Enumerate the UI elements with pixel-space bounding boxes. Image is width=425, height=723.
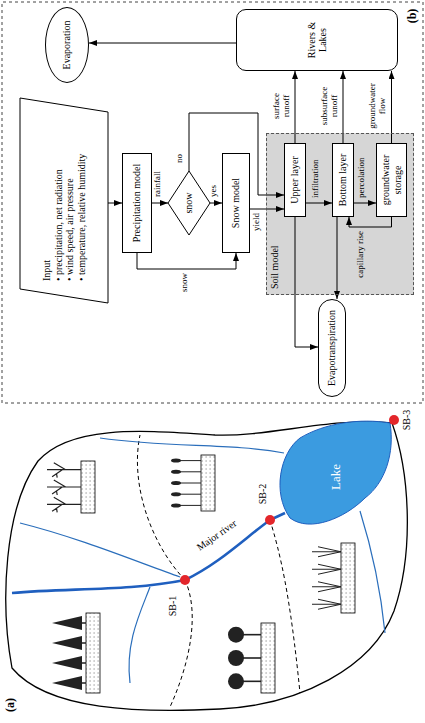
node-title: Rivers & Lakes <box>306 15 329 65</box>
plant-icon <box>171 492 201 496</box>
panel-label: (a) <box>4 693 17 717</box>
flow-arrow <box>295 217 318 347</box>
gauge-dot <box>389 415 399 425</box>
node-item: • wind speed, air pressure <box>64 178 76 281</box>
flow-arrow <box>354 203 376 204</box>
flow-label: capillary rise <box>356 231 366 293</box>
plant-icon <box>171 459 201 463</box>
flow-label: groundwater flow <box>368 82 388 130</box>
tributary <box>100 438 284 453</box>
plant-icon <box>228 627 261 643</box>
plant-icon <box>52 616 86 630</box>
layer-box: Bottom layer <box>332 143 354 217</box>
node-title: Evaporation <box>61 21 73 70</box>
flow-arrow <box>210 203 222 204</box>
plant-icon <box>52 636 86 650</box>
land-cover-group <box>228 623 275 693</box>
soil-column <box>86 613 100 693</box>
node-title: Soil model <box>269 245 281 289</box>
plant-icon <box>52 656 86 670</box>
plant-icon <box>171 503 201 507</box>
land-cover-group <box>312 543 355 613</box>
node-item: • precipitation, net radiation <box>53 169 65 281</box>
land-cover-group <box>171 455 215 511</box>
land-cover-group <box>52 613 100 693</box>
node-title: Input <box>41 260 53 281</box>
flow-arrow <box>250 209 284 210</box>
flow-arrow <box>89 43 236 44</box>
flow-label: yield <box>252 213 262 245</box>
output-ellipse: Evaporation <box>45 7 89 83</box>
gauge-label: SB-2 <box>257 477 268 511</box>
flow-arrow <box>108 203 122 204</box>
node-title: groundwater storage <box>380 149 403 211</box>
plant-icon <box>47 497 81 512</box>
plant-icon <box>171 481 201 485</box>
major-river <box>12 513 285 593</box>
flow-arrow <box>152 203 168 204</box>
land-cover-group <box>47 461 95 513</box>
plant-icon <box>312 564 341 574</box>
node-title: Evapotranspiration <box>326 310 338 386</box>
plant-icon <box>52 676 86 690</box>
node-title: Bottom layer <box>337 154 349 207</box>
process-box: Snow model <box>222 153 250 253</box>
flow-label: no <box>175 139 185 163</box>
soil-column <box>261 623 275 693</box>
plant-icon <box>171 470 201 474</box>
flow-arrow <box>337 217 338 299</box>
flow-arrow <box>349 217 392 227</box>
gauge-label: SB-1 <box>167 589 178 623</box>
process-box: Precipitation model <box>122 153 152 253</box>
layer-box: Upper layer <box>284 143 306 217</box>
subbasin-boundary <box>137 435 185 580</box>
flow-arrow <box>137 253 236 269</box>
flow-label: infiltration <box>311 144 321 198</box>
lake-shape: Lake <box>275 418 397 528</box>
soil-model-group: Soil model Upper layer Bottom layer groundw… <box>266 133 414 295</box>
layer-box: groundwater storage <box>376 143 407 217</box>
input-parallelogram: Input• precipitation, net radiation• win… <box>20 98 108 303</box>
flow-label: snow <box>180 273 190 303</box>
storage-box: Rivers & Lakes <box>236 9 398 71</box>
plant-icon <box>312 582 341 592</box>
gauge-dot <box>265 515 275 525</box>
plant-icon <box>228 673 261 689</box>
plant-icon <box>47 463 81 478</box>
soil-column <box>341 543 355 613</box>
node-title: Lake <box>329 464 344 490</box>
tributary <box>129 587 150 683</box>
flow-label: yes <box>209 173 219 197</box>
panel-label: (b) <box>406 5 419 27</box>
tributary <box>20 523 180 577</box>
flow-label: percolation <box>357 144 367 198</box>
node-title: Snow model <box>230 178 242 228</box>
node-item: • temperature, relative humidity <box>76 154 88 281</box>
plant-icon <box>47 480 81 495</box>
plant-icon <box>312 599 341 609</box>
gauge-dot <box>180 575 190 585</box>
output-box: Evapotranspiration <box>318 299 346 397</box>
soil-column <box>201 455 215 511</box>
flow-label: subsurface runoff <box>320 82 340 130</box>
flow-label: surface runoff <box>272 82 292 130</box>
panel-border <box>2 2 423 403</box>
plant-icon <box>228 650 261 666</box>
node-title: Precipitation model <box>131 164 143 243</box>
flow-label: rainfall <box>153 157 163 197</box>
gauge-label: SB-3 <box>401 405 412 435</box>
river-label: Major river <box>189 513 244 556</box>
flow-arrow <box>306 203 332 204</box>
node-title: snow <box>183 192 195 213</box>
group-fill <box>266 133 414 295</box>
decision-diamond: snow <box>168 171 210 235</box>
basin-outline <box>6 422 407 711</box>
plant-icon <box>312 547 341 557</box>
soil-column <box>81 461 95 513</box>
tributary <box>360 511 385 633</box>
node-title: Upper layer <box>289 156 301 203</box>
